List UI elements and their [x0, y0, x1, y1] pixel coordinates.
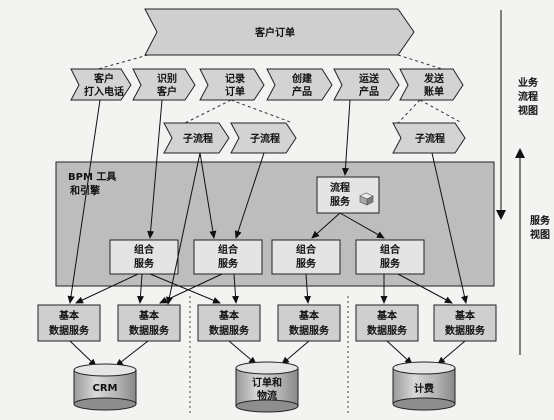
- database-orders-logistics: 订单和 物流: [235, 361, 299, 413]
- arrow-up-icon: [515, 148, 525, 158]
- order-banner-label: 客户订单: [254, 26, 295, 39]
- database-orders-logistics-line1: 订单和: [252, 376, 282, 389]
- view-indicators: 业务 流程 视图 服务 视图: [496, 10, 551, 355]
- business-process-view-line3: 视图: [518, 104, 538, 117]
- process-step-call-in: 客户 打入电话: [70, 68, 132, 101]
- composite-service-4-line1: 组合: [380, 243, 401, 256]
- composite-service-2: 组合 服务: [193, 239, 263, 275]
- bpm-engine-label-line1: BPM 工具: [68, 171, 116, 183]
- process-step-send-bill-line2: 账单: [424, 85, 444, 98]
- process-step-create-product-line1: 创建: [291, 72, 313, 85]
- databases: CRM 订单和 物流 计费: [73, 361, 456, 413]
- composite-service-3-line2: 服务: [296, 257, 317, 270]
- business-process-view-line1: 业务: [518, 76, 539, 89]
- process-step-create-product-line2: 产品: [292, 85, 312, 98]
- process-step-send-bill-line1: 发送: [423, 72, 445, 85]
- basic-data-service-2-line2: 数据服务: [129, 324, 170, 337]
- basic-data-service-2: 基本 数据服务: [117, 304, 181, 342]
- process-step-record-order-line1: 记录: [225, 73, 245, 85]
- composite-service-2-line2: 服务: [218, 257, 239, 270]
- composite-service-1: 组合 服务: [109, 239, 179, 275]
- process-step-call-in-line2: 打入电话: [84, 85, 124, 98]
- process-step-ship-product-line2: 产品: [359, 85, 379, 98]
- basic-data-service-5-line2: 数据服务: [367, 324, 408, 337]
- cube-icon: [359, 192, 374, 206]
- process-step-record-order-line2: 订单: [225, 85, 245, 98]
- process-service-line2: 服务: [330, 195, 351, 208]
- database-crm: CRM: [73, 363, 137, 411]
- basic-data-services: 基本 数据服务 基本 数据服务 基本 数据服务 基本 数据服务 基本 数据服务 …: [37, 304, 497, 342]
- process-steps: 客户 打入电话 识别 客户 记录 订单 创建 产品 运送 产品 发送 账单: [70, 68, 464, 101]
- process-step-ship-product-line1: 运送: [359, 72, 380, 85]
- bpm-engine-label-line2: 和引擎: [69, 184, 100, 197]
- subprocess-1: 子流程: [163, 122, 230, 154]
- composite-service-3-line1: 组合: [296, 243, 317, 256]
- subprocess-2-label: 子流程: [250, 132, 280, 145]
- composite-service-1-line2: 服务: [134, 257, 155, 270]
- subprocess-2: 子流程: [230, 122, 297, 154]
- service-view-line2: 视图: [530, 228, 550, 241]
- database-billing-label: 计费: [414, 382, 434, 395]
- database-crm-label: CRM: [93, 383, 118, 394]
- basic-data-service-5: 基本 数据服务: [355, 304, 419, 342]
- composite-service-4-line2: 服务: [380, 257, 401, 270]
- basic-data-service-6-line1: 基本: [454, 309, 476, 322]
- process-step-create-product: 创建 产品: [266, 68, 333, 101]
- arrow-down-icon: [496, 210, 506, 220]
- process-service-line1: 流程: [330, 181, 350, 194]
- basic-data-service-4-line2: 数据服务: [289, 324, 330, 337]
- basic-data-service-1-line1: 基本: [58, 309, 80, 322]
- database-billing: 计费: [392, 361, 456, 411]
- composite-services: 组合 服务 组合 服务 组合 服务 组合 服务: [109, 239, 425, 275]
- basic-data-service-6: 基本 数据服务: [433, 304, 497, 342]
- connector-arrows: [67, 99, 468, 367]
- basic-data-service-2-line1: 基本: [138, 309, 160, 322]
- process-step-call-in-line1: 客户: [93, 72, 114, 85]
- dashed-grouping-lines: [97, 54, 463, 124]
- service-view-line1: 服务: [530, 214, 551, 227]
- process-step-record-order: 记录 订单: [199, 68, 265, 101]
- composite-service-4: 组合 服务: [355, 239, 425, 275]
- composite-service-1-line1: 组合: [134, 243, 155, 256]
- process-step-identify-customer: 识别 客户: [132, 68, 196, 101]
- subprocess-3-label: 子流程: [415, 132, 445, 145]
- basic-data-service-4: 基本 数据服务: [277, 304, 341, 342]
- order-banner: 客户订单: [144, 8, 415, 56]
- basic-data-service-3-line1: 基本: [218, 309, 240, 322]
- business-process-view-line2: 流程: [518, 90, 538, 103]
- process-step-identify-customer-line1: 识别: [157, 72, 177, 85]
- basic-data-service-1: 基本 数据服务: [37, 304, 101, 342]
- process-step-send-bill: 发送 账单: [399, 68, 464, 101]
- basic-data-service-3: 基本 数据服务: [197, 304, 261, 342]
- basic-data-service-3-line2: 数据服务: [209, 324, 250, 337]
- basic-data-service-6-line2: 数据服务: [445, 324, 486, 337]
- composite-service-2-line1: 组合: [218, 243, 239, 256]
- database-orders-logistics-line2: 物流: [257, 389, 277, 402]
- composite-service-3: 组合 服务: [271, 239, 341, 275]
- basic-data-service-4-line1: 基本: [298, 309, 320, 322]
- subprocess-1-label: 子流程: [183, 132, 213, 145]
- basic-data-service-1-line2: 数据服务: [49, 324, 90, 337]
- basic-data-service-5-line1: 基本: [376, 309, 398, 322]
- process-step-identify-customer-line2: 客户: [156, 85, 177, 98]
- process-service: 流程 服务: [316, 176, 380, 214]
- process-step-ship-product: 运送 产品: [333, 68, 400, 101]
- subprocesses: 子流程 子流程 子流程: [163, 122, 466, 154]
- subprocess-3: 子流程: [392, 122, 466, 154]
